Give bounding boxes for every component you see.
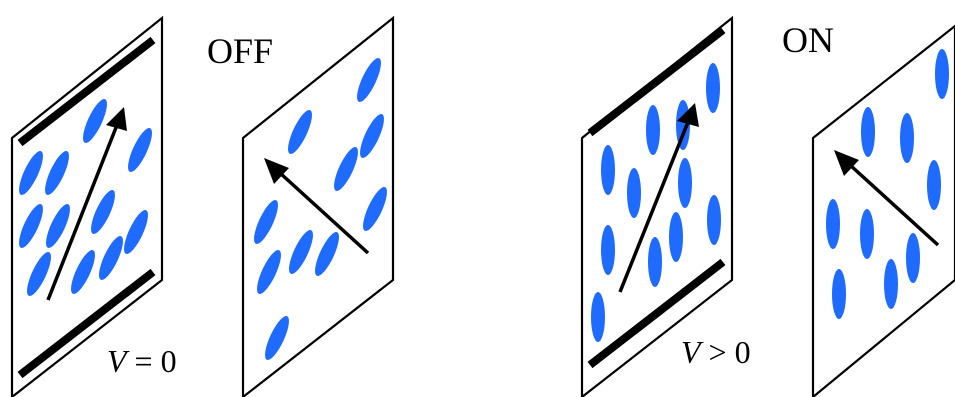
- off-voltage-label: V = 0: [107, 343, 177, 379]
- off-title: OFF: [207, 31, 273, 71]
- lc-molecule: [906, 233, 920, 283]
- lc-molecule: [591, 292, 605, 342]
- on-title: ON: [782, 20, 834, 60]
- lc-molecule: [935, 49, 949, 99]
- lc-molecule: [601, 145, 615, 195]
- lc-molecule: [706, 63, 720, 113]
- lc-molecule: [832, 269, 846, 319]
- lc-molecule: [884, 259, 898, 309]
- lc-molecule: [900, 113, 914, 163]
- lc-molecule: [860, 209, 874, 259]
- lc-molecule: [627, 168, 641, 218]
- lc-molecule: [927, 160, 941, 210]
- lc-molecule: [669, 212, 683, 262]
- lc-molecule: [648, 237, 662, 287]
- off-left-panel: [12, 18, 162, 397]
- lc-molecule: [646, 105, 660, 155]
- off-state-group: OFF V = 0: [12, 18, 393, 397]
- lc-molecule: [707, 195, 721, 245]
- lc-molecule: [861, 107, 875, 157]
- on-state-group: ON V > 0: [582, 18, 955, 397]
- lc-molecule: [678, 158, 692, 208]
- lc-molecule: [601, 225, 615, 275]
- lc-molecule: [826, 199, 840, 249]
- on-voltage-label: V > 0: [681, 334, 751, 370]
